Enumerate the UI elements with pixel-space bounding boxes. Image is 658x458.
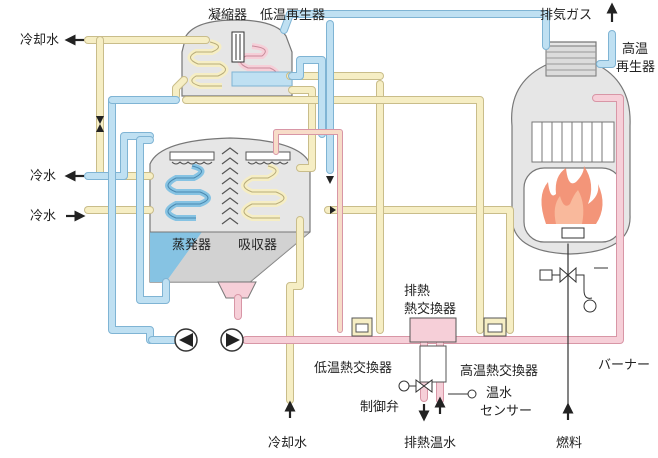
exhaust-heat-exchanger-label-2: 熱交換器 bbox=[404, 302, 457, 317]
pump-right bbox=[220, 328, 244, 352]
chilled-water-out-label: 冷水 bbox=[30, 169, 57, 184]
control-valve-label: 制御弁 bbox=[360, 400, 400, 415]
cooling-water-in-label: 冷却水 bbox=[268, 436, 308, 451]
condenser-label: 凝縮器 bbox=[208, 8, 248, 23]
high-temp-regenerator-label-2: 再生器 bbox=[616, 60, 656, 75]
condenser-regenerator-shell bbox=[181, 19, 293, 97]
chilled-water-in-label: 冷水 bbox=[30, 209, 57, 224]
low-temp-regenerator-label: 低温再生器 bbox=[260, 8, 326, 23]
high-temp-heat-exchanger-label: 高温熱交換器 bbox=[460, 364, 539, 379]
high-temp-regenerator-label-1: 高温 bbox=[622, 42, 649, 57]
low-temp-heat-exchanger bbox=[351, 317, 373, 337]
cooling-water-out-label: 冷却水 bbox=[20, 33, 60, 48]
burner-flame bbox=[541, 166, 603, 224]
evaporator-absorber-shell bbox=[149, 137, 311, 283]
burner-label: バーナー bbox=[598, 358, 651, 373]
hot-water-sensor-label-1: 温水 bbox=[486, 386, 513, 401]
hot-water-sensor-label-2: センサー bbox=[480, 404, 533, 419]
high-temp-regenerator bbox=[511, 41, 631, 255]
regenerator-tubes bbox=[531, 121, 615, 163]
control-valve bbox=[398, 379, 433, 393]
absorber-label: 吸収器 bbox=[238, 238, 278, 253]
flow-arrows bbox=[64, 2, 618, 422]
exhaust-hot-water-label: 排熱温水 bbox=[404, 436, 457, 451]
hot-water-sensor bbox=[448, 389, 477, 399]
pump-left bbox=[174, 328, 198, 352]
exhaust-gas-label: 排気ガス bbox=[540, 8, 593, 23]
eliminator bbox=[221, 147, 239, 225]
fuel-control bbox=[539, 266, 608, 313]
exhaust-heat-exchanger bbox=[409, 317, 457, 383]
fuel-label: 燃料 bbox=[556, 436, 583, 451]
high-temp-heat-exchanger bbox=[483, 317, 507, 337]
exhaust-heat-exchanger-label-1: 排熱 bbox=[404, 284, 431, 299]
evaporator-label: 蒸発器 bbox=[172, 238, 212, 253]
low-temp-heat-exchanger-label: 低温熱交換器 bbox=[314, 361, 393, 376]
